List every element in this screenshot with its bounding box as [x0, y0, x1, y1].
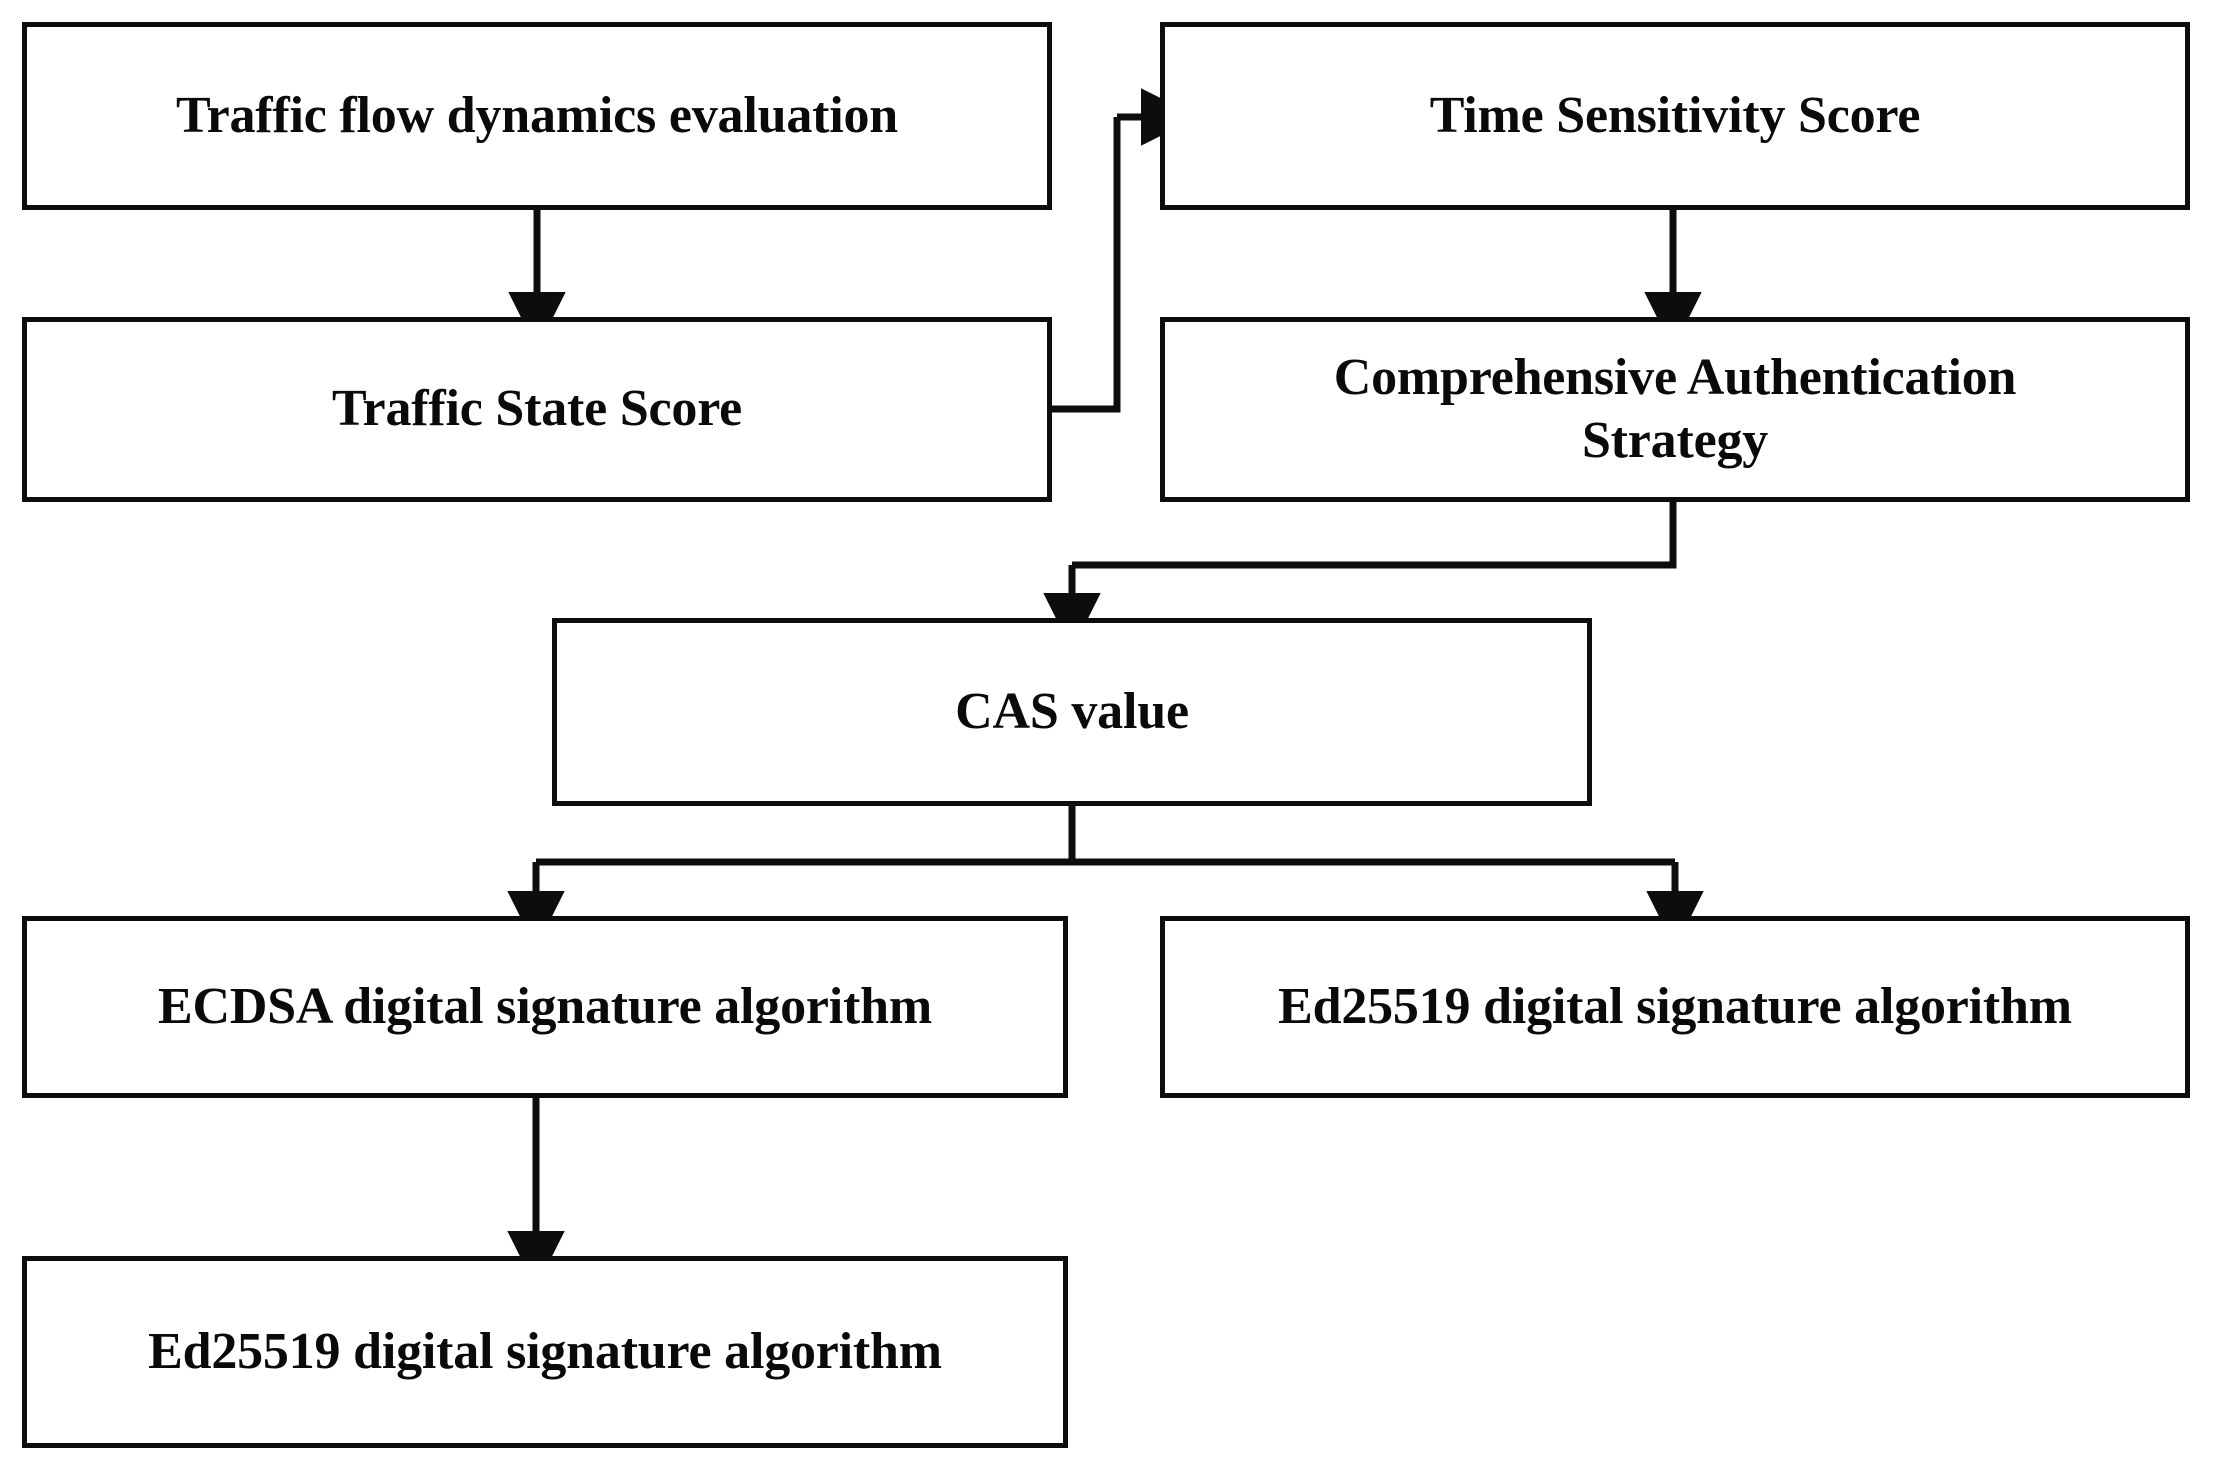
node-label-ed25519-digital-signature-algorithm-bottom: Ed25519 digital signature algorithm — [148, 1322, 942, 1380]
edge-comprehensive-to-cas-value — [1043, 502, 1677, 651]
node-label-ed25519-digital-signature-algorithm-right: Ed25519 digital signature algorithm — [1278, 977, 2072, 1035]
edge-traffic-state-to-time-sensitivity — [1052, 88, 1199, 413]
node-time-sensitivity-score[interactable]: Time Sensitivity Score — [1160, 22, 2190, 210]
node-label-time-sensitivity-score: Time Sensitivity Score — [1429, 86, 1921, 144]
node-ed25519-digital-signature-algorithm-bottom[interactable]: Ed25519 digital signature algorithm — [22, 1256, 1068, 1448]
node-comprehensive-authentication-strategy[interactable]: Comprehensive Authentication Strategy — [1160, 317, 2190, 502]
node-ed25519-digital-signature-algorithm-right[interactable]: Ed25519 digital signature algorithm — [1160, 916, 2190, 1098]
edge-cas-value-split-bus — [536, 806, 1675, 866]
node-label-comprehensive-authentication-strategy: Comprehensive Authentication Strategy — [1333, 349, 2017, 469]
node-cas-value[interactable]: CAS value — [552, 618, 1592, 806]
node-label-ecdsa-digital-signature-algorithm: ECDSA digital signature algorithm — [158, 977, 932, 1035]
node-traffic-flow-dynamics-evaluation[interactable]: Traffic flow dynamics evaluation — [22, 22, 1052, 210]
node-label-traffic-state-score: Traffic State Score — [331, 380, 743, 438]
node-ecdsa-digital-signature-algorithm[interactable]: ECDSA digital signature algorithm — [22, 916, 1068, 1098]
node-label-cas-value: CAS value — [955, 682, 1189, 740]
node-traffic-state-score[interactable]: Traffic State Score — [22, 317, 1052, 502]
node-label-traffic-flow-dynamics-evaluation: Traffic flow dynamics evaluation — [175, 86, 899, 144]
